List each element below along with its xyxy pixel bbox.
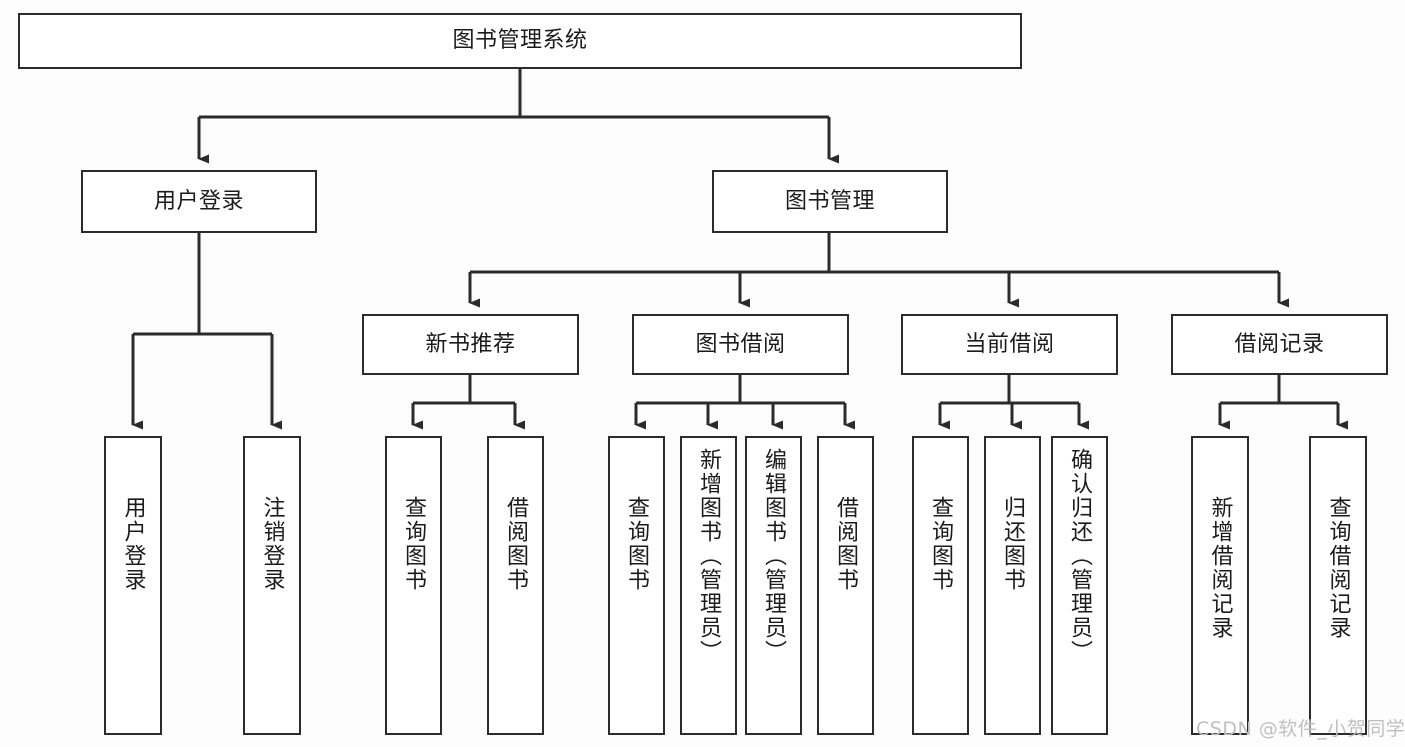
node-label: 借阅图书 <box>833 496 859 592</box>
node-borrow-record[interactable]: 借阅记录 <box>1171 314 1388 375</box>
csdn-watermark: CSDN @软件_小贺同学 <box>1196 718 1405 740</box>
node-book-borrow[interactable]: 图书借阅 <box>632 314 849 375</box>
node-leaf-query-book-3[interactable]: 查询图书 <box>912 436 969 735</box>
node-root-system[interactable]: 图书管理系统 <box>18 13 1022 69</box>
node-label: 归还图书 <box>1000 496 1026 592</box>
node-label: 借阅图书 <box>503 496 529 592</box>
node-leaf-add-record[interactable]: 新增借阅记录 <box>1191 436 1249 735</box>
node-label: 用户登录 <box>120 496 146 592</box>
node-leaf-borrow-book-2[interactable]: 借阅图书 <box>817 436 874 735</box>
node-leaf-borrow-book-1[interactable]: 借阅图书 <box>487 436 544 735</box>
node-label: 新书推荐 <box>425 331 516 357</box>
node-label: 图书管理系统 <box>452 28 588 54</box>
node-user-login[interactable]: 用户登录 <box>81 170 317 233</box>
node-label: 新增借阅记录 <box>1207 496 1233 640</box>
node-leaf-add-book[interactable]: 新增图书（管理员） <box>680 436 737 735</box>
node-label: 当前借阅 <box>964 331 1055 357</box>
node-label: 借阅记录 <box>1234 331 1325 357</box>
node-label: 新增图书（管理员） <box>696 448 722 664</box>
node-label: 图书管理 <box>784 188 875 214</box>
node-label: 查询图书 <box>624 496 650 592</box>
node-leaf-query-book-2[interactable]: 查询图书 <box>608 436 665 735</box>
node-label: 图书借阅 <box>695 331 786 357</box>
node-book-manage[interactable]: 图书管理 <box>712 170 948 233</box>
node-leaf-logout-login[interactable]: 注销登录 <box>243 436 301 735</box>
node-label: 用户登录 <box>153 188 244 214</box>
node-label: 注销登录 <box>259 496 285 592</box>
node-leaf-return-book[interactable]: 归还图书 <box>984 436 1041 735</box>
node-leaf-confirm-return[interactable]: 确认归还（管理员） <box>1051 436 1108 735</box>
node-label: 查询图书 <box>401 496 427 592</box>
node-leaf-query-book-1[interactable]: 查询图书 <box>385 436 442 735</box>
node-label: 确认归还（管理员） <box>1067 448 1093 664</box>
node-leaf-edit-book[interactable]: 编辑图书（管理员） <box>745 436 802 735</box>
node-leaf-query-record[interactable]: 查询借阅记录 <box>1309 436 1367 735</box>
node-label: 查询借阅记录 <box>1325 496 1351 640</box>
node-leaf-user-login[interactable]: 用户登录 <box>104 436 162 735</box>
node-new-book-recommend[interactable]: 新书推荐 <box>362 314 579 375</box>
node-label: 编辑图书（管理员） <box>761 448 787 664</box>
node-label: 查询图书 <box>928 496 954 592</box>
node-current-borrow[interactable]: 当前借阅 <box>901 314 1118 375</box>
